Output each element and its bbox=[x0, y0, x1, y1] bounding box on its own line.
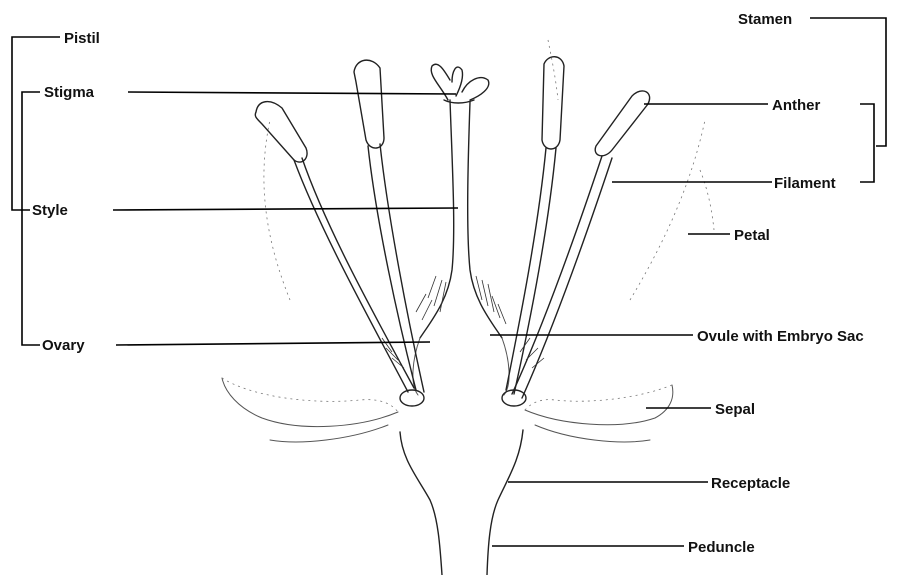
label-stamen: Stamen bbox=[738, 11, 792, 28]
stamens bbox=[255, 57, 649, 406]
label-ovule: Ovule with Embryo Sac bbox=[697, 328, 864, 345]
peduncle-stalk bbox=[400, 430, 523, 575]
pistil-bracket bbox=[12, 37, 60, 210]
anther-filament-bracket bbox=[860, 104, 874, 182]
label-style: Style bbox=[32, 202, 68, 219]
petals bbox=[264, 40, 714, 300]
label-peduncle: Peduncle bbox=[688, 539, 755, 556]
label-petal: Petal bbox=[734, 227, 770, 244]
flower-illustration bbox=[222, 40, 714, 575]
pistil-structure bbox=[413, 64, 509, 395]
style-leader bbox=[113, 208, 458, 210]
label-anther: Anther bbox=[772, 97, 820, 114]
sepals bbox=[222, 378, 673, 442]
label-filament: Filament bbox=[774, 175, 836, 192]
label-receptacle: Receptacle bbox=[711, 475, 790, 492]
label-ovary: Ovary bbox=[42, 337, 85, 354]
label-stigma: Stigma bbox=[44, 84, 95, 101]
label-sepal: Sepal bbox=[715, 401, 755, 418]
stigma-leader bbox=[128, 92, 456, 94]
label-pistil: Pistil bbox=[64, 30, 100, 47]
